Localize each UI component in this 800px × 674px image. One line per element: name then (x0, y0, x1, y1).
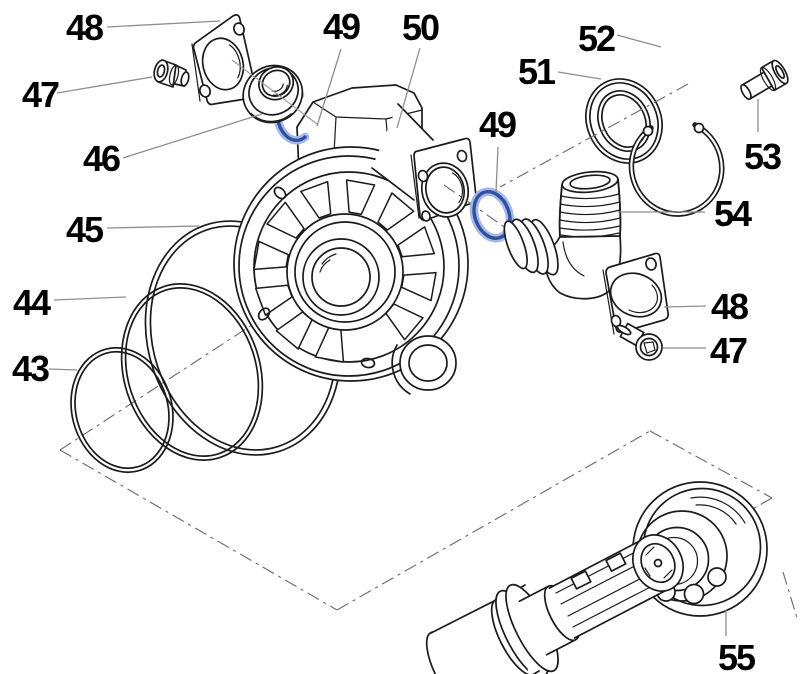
callout-label-51: 51 (518, 51, 556, 92)
seal-ring-51 (585, 78, 663, 164)
callout-label-46: 46 (83, 138, 120, 179)
rear-outlet-hub (391, 335, 457, 395)
callout-label-44: 44 (13, 282, 51, 323)
callout-label-48-bottom: 48 (711, 286, 748, 327)
callout-label-50: 50 (402, 7, 439, 48)
bolt-47-bottom (616, 322, 663, 361)
flange-gasket-48-bottom (602, 252, 670, 340)
pump-casing (233, 146, 469, 382)
bolt-47-top (153, 59, 190, 88)
pump-flange-port (371, 103, 478, 222)
callout-label-54: 54 (714, 193, 752, 234)
elbow-fitting-54 (503, 170, 622, 300)
callout-label-47-bottom: 47 (710, 330, 747, 371)
pump-shaft-55 (425, 534, 684, 674)
callout-label-52: 52 (578, 18, 615, 59)
callout-label-48-top: 48 (66, 7, 103, 48)
callout-label-49-right: 49 (479, 104, 516, 145)
bolt-53 (740, 59, 789, 100)
callout-label-43: 43 (12, 348, 49, 389)
snap-ring-52 (628, 122, 725, 217)
leader-lines (48, 20, 759, 636)
axis-line-top-left (231, 59, 318, 125)
callout-label-47-top: 47 (22, 74, 59, 115)
callout-labels: 48 47 46 45 44 43 49 50 49 51 52 53 54 4… (12, 6, 783, 674)
o-ring-44 (120, 283, 264, 461)
callout-label-49-left: 49 (323, 6, 360, 47)
o-ring-49-highlight (469, 187, 515, 243)
centerline-rings (59, 262, 348, 451)
centerline-seal (499, 83, 689, 188)
callout-label-45: 45 (66, 209, 104, 250)
callout-label-55: 55 (718, 637, 756, 674)
callout-label-53: 53 (744, 136, 781, 177)
